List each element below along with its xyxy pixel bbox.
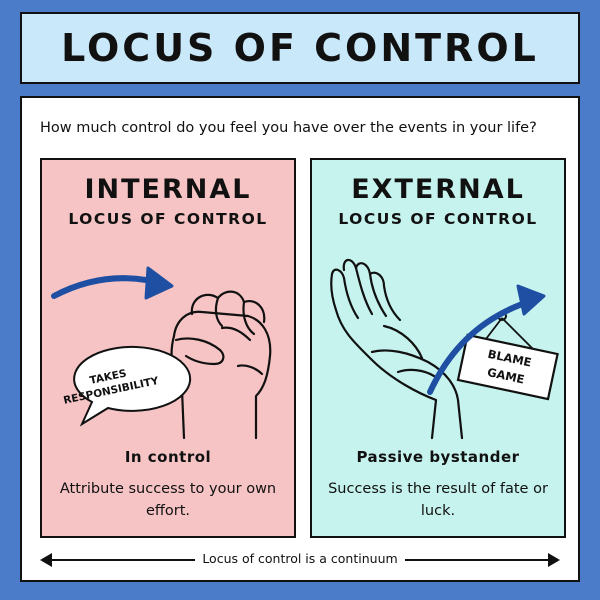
external-heading: Passive bystander	[356, 448, 520, 466]
fist-icon	[170, 290, 272, 440]
external-subtitle: LOCUS OF CONTROL	[338, 210, 538, 228]
open-hand-icon	[330, 258, 464, 440]
internal-panel: INTERNAL LOCUS OF CONTROL TAKES	[40, 158, 296, 538]
internal-title: INTERNAL	[84, 174, 252, 205]
question-text: How much control do you feel you have ov…	[40, 120, 537, 136]
continuum-label: Locus of control is a continuum	[195, 551, 405, 566]
external-panel: EXTERNAL LOCUS OF CONTROL BLAME	[310, 158, 566, 538]
external-illustration: BLAME GAME	[330, 258, 559, 440]
page-title: LOCUS OF CONTROL	[61, 26, 539, 70]
title-banner: LOCUS OF CONTROL	[20, 12, 580, 84]
internal-description: Attribute success to your own effort.	[59, 481, 277, 519]
speech-bubble-icon: TAKES RESPONSIBILITY	[62, 345, 192, 427]
external-description: Success is the result of fate or luck.	[328, 481, 548, 519]
content-card: How much control do you feel you have ov…	[20, 96, 580, 582]
arrow-icon	[51, 266, 174, 300]
internal-illustration: TAKES RESPONSIBILITY	[51, 266, 272, 440]
arrow-icon	[427, 284, 546, 395]
internal-subtitle: LOCUS OF CONTROL	[68, 210, 268, 228]
external-title: EXTERNAL	[351, 174, 525, 205]
internal-heading: In control	[124, 448, 212, 466]
continuum-scale: Locus of control is a continuum	[38, 550, 562, 570]
hanging-sign-icon: BLAME GAME	[456, 311, 559, 401]
